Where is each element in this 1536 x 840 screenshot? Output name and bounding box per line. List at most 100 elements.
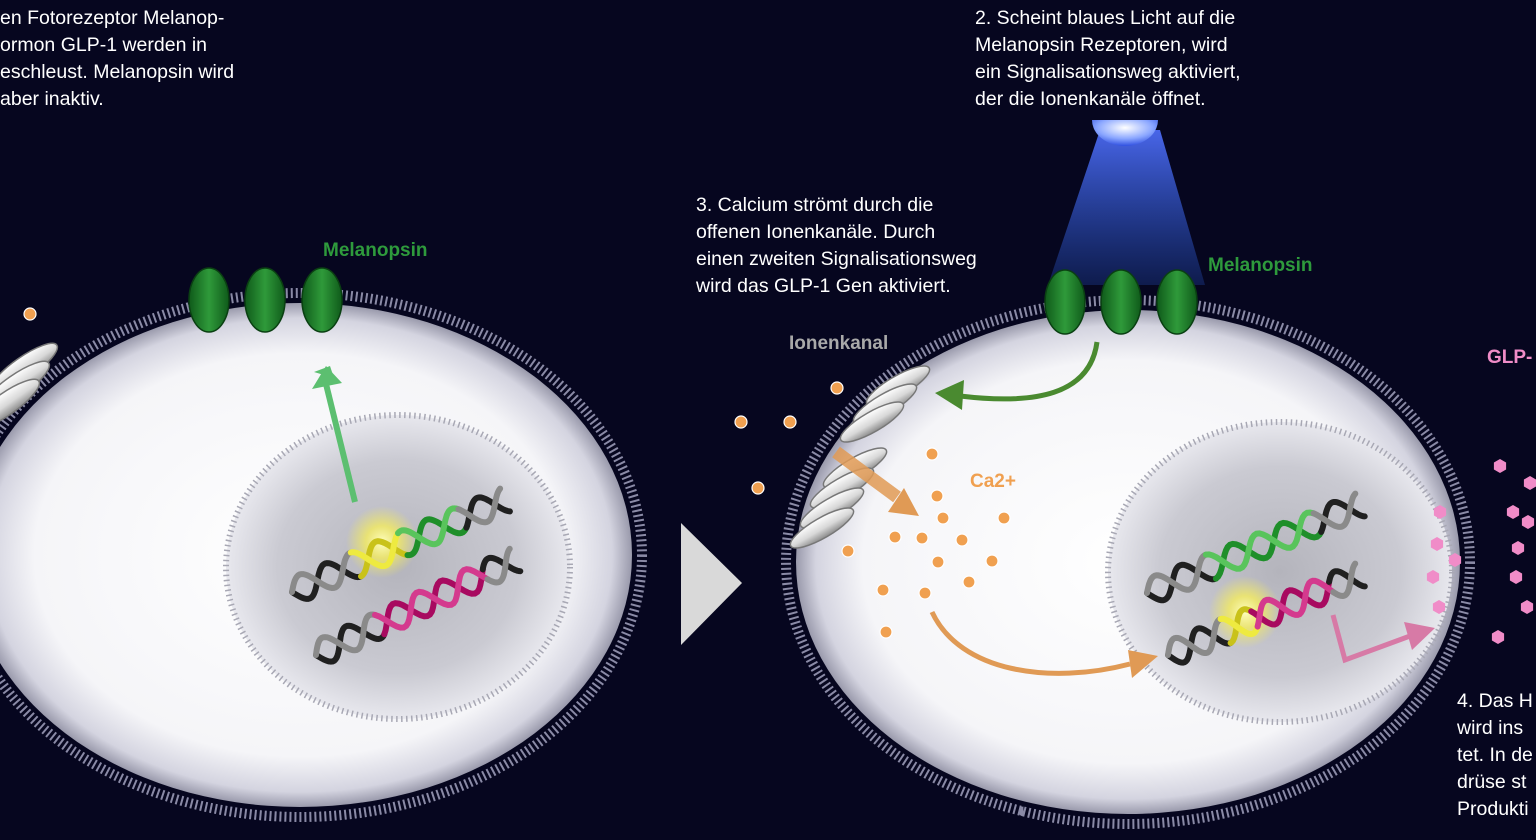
ion-channel-left: [0, 342, 59, 430]
right-cell: [781, 295, 1475, 829]
arrowhead: [888, 488, 919, 516]
dna-strand: [1165, 616, 1224, 658]
calcium-ion: [985, 554, 999, 568]
dna-strand-glp1-gene: [1165, 560, 1368, 666]
arrowhead: [1404, 622, 1435, 650]
left-cell-membrane: [0, 288, 647, 822]
calcium-ion: [23, 307, 37, 321]
arrow-calcium-influx: [832, 446, 901, 503]
dna-strand-melanopsin-gene: [1144, 490, 1368, 604]
glp1-molecule-icon: [1523, 476, 1536, 490]
dna-strand: [1217, 615, 1261, 637]
light-source-icon: [1092, 120, 1158, 146]
step-1-text: en Fotorezeptor Melanop- ormon GLP-1 wer…: [0, 7, 235, 110]
calcium-ion: [930, 489, 944, 503]
calcium-ion: [955, 533, 969, 547]
glp1-molecule-icon: [1433, 505, 1447, 519]
dna-strand: [1165, 625, 1234, 666]
dna-strand: [1254, 577, 1337, 630]
light-beam: [1048, 130, 1205, 285]
glp1-molecule-icon: [1511, 541, 1525, 555]
dna-strand: [313, 611, 378, 658]
dna-strand: [1310, 490, 1359, 530]
ionenkanal-label: Ionenkanal: [789, 333, 889, 354]
calcium-ion: [783, 415, 797, 429]
step-4-text: 4. Das H wird ins tet. In de drüse st Pr…: [1457, 690, 1533, 820]
melanopsin-receptor-icon: [1100, 269, 1142, 335]
dna-strand: [484, 545, 513, 586]
melanopsin-receptor-icon: [244, 267, 286, 333]
melanopsin-receptor-icon: [1044, 269, 1086, 335]
glp1-label: GLP-: [1487, 347, 1533, 368]
calcium-ion: [925, 447, 939, 461]
dna-strand: [1330, 560, 1359, 600]
step-2-text: 2. Scheint blaues Licht auf die Melanops…: [975, 7, 1241, 110]
step-3-text: 3. Calcium strömt durch die offenen Ione…: [696, 194, 977, 297]
calcium-ion: [962, 575, 976, 589]
ion-channel-ring: [0, 378, 41, 430]
dna-strand: [1144, 561, 1219, 604]
right-nucleus: [1105, 419, 1455, 725]
melanopsin-receptors-right: [1044, 269, 1198, 335]
right-cell-membrane: [781, 295, 1475, 829]
glp1-molecule-icon: [1491, 630, 1505, 644]
dna-strand: [372, 566, 491, 631]
blue-light: [1048, 120, 1205, 285]
calcium-ion: [879, 625, 893, 639]
dna-strand: [479, 554, 524, 575]
dna-strand: [1227, 606, 1255, 646]
calcium-ion: [997, 511, 1011, 525]
ion-channel-ring: [789, 507, 855, 549]
glp1-molecule-icon: [1509, 570, 1523, 584]
glp1-molecule-icon: [1506, 505, 1520, 519]
dna-strand: [289, 560, 364, 602]
dna-strand: [289, 549, 354, 595]
calcium-ion: [734, 415, 748, 429]
dna-strand: [395, 505, 462, 548]
ion-channel-ring: [839, 401, 905, 443]
ion-channel-right: [789, 365, 931, 549]
dna-strand: [1144, 551, 1209, 596]
melanopsin-receptor-icon: [301, 267, 343, 333]
arrow-expression: [323, 383, 358, 503]
calcium-ion: [830, 381, 844, 395]
calcium-ion: [888, 530, 902, 544]
calcium-ion: [841, 544, 855, 558]
calcium-ion: [936, 511, 950, 525]
glp1-molecule-icon: [1521, 515, 1535, 529]
dna-strand: [1248, 578, 1333, 628]
dna-strand: [455, 485, 504, 526]
right-dna: [1144, 490, 1368, 666]
dna-strand: [313, 622, 388, 665]
calcium-ions: [23, 307, 1011, 639]
melanopsin-receptor-icon: [188, 267, 230, 333]
arrow-signal-to-channel: [959, 341, 1100, 402]
glp1-molecule-icon: [1430, 537, 1444, 551]
glp1-molecule-icon: [1520, 600, 1534, 614]
calcium-ion: [918, 586, 932, 600]
arrowhead: [935, 380, 964, 410]
dna-strand: [1326, 568, 1368, 590]
melanopsin-receptors-left: [188, 267, 343, 333]
calcium-ion: [915, 531, 929, 545]
dna-strand-melanopsin-gene: [289, 485, 513, 602]
glp1-molecules: [1426, 459, 1536, 644]
glp1-molecule-icon: [1432, 600, 1446, 614]
dna-strand: [381, 566, 486, 638]
dna-strand: [404, 516, 470, 559]
melanopsin-label-right: Melanopsin: [1208, 255, 1313, 276]
arrowhead: [312, 366, 342, 389]
melanopsin-label-left: Melanopsin: [323, 240, 428, 261]
glp1-molecule-icon: [1448, 553, 1462, 567]
calcium-ion: [751, 481, 765, 495]
dna-strand: [347, 530, 401, 570]
arrow-glp1-secretion: [1330, 614, 1411, 664]
arrowhead: [1128, 650, 1158, 678]
calcium-ion: [931, 555, 945, 569]
arrow-gene-activation: [929, 610, 1131, 676]
melanopsin-receptor-icon: [1156, 269, 1198, 335]
step-chevron-icon: [681, 523, 742, 645]
glp1-molecule-icon: [1493, 459, 1507, 473]
